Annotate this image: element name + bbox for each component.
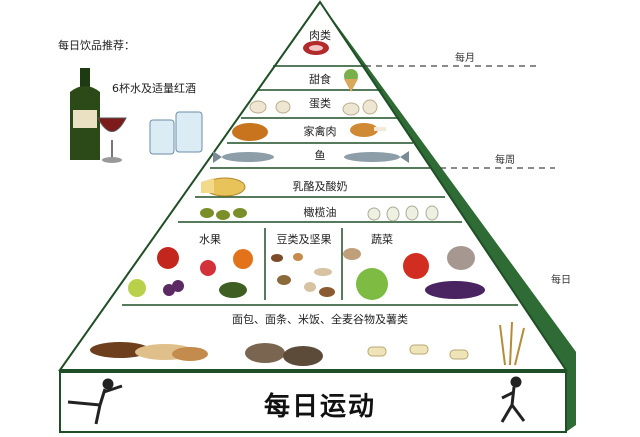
potatoes-icon <box>245 343 323 366</box>
tier-vegetables-label: 蔬菜 <box>371 233 393 246</box>
cheese-icon <box>201 177 246 197</box>
drumstick-icon <box>350 123 386 137</box>
green-olives-icon <box>200 208 247 220</box>
tier-olive-oil-label: 橄榄油 <box>303 206 337 219</box>
tier-sweets-label: 甜食 <box>309 73 331 86</box>
tier-fruit-label: 水果 <box>199 233 221 246</box>
frequency-daily: 每日 <box>551 275 571 286</box>
tier-dairy-label: 乳酪及酸奶 <box>292 180 348 193</box>
tier-meat-label: 肉类 <box>309 29 331 42</box>
garlic-icon <box>367 205 439 222</box>
bread-icon <box>90 342 208 361</box>
fruit-icons <box>128 247 253 298</box>
fish-icon-right <box>344 151 409 163</box>
eggs-icon <box>249 99 378 116</box>
base-box <box>59 371 567 433</box>
tier-beans-nuts-label: 豆类及坚果 <box>276 233 332 246</box>
wheat-icon <box>499 321 525 366</box>
tier-fish-label: 鱼 <box>314 149 326 162</box>
exercise-label: 每日运动 <box>263 392 376 422</box>
roast-chicken-icon <box>232 123 268 141</box>
water-glasses-icon <box>149 111 203 155</box>
drinks-detail: 6杯水及适量红酒 <box>112 82 196 95</box>
tier-poultry-label: 家禽肉 <box>303 125 337 138</box>
pasta-icon <box>367 344 469 360</box>
frequency-weekly: 每周 <box>495 155 515 166</box>
frequency-monthly: 每月 <box>455 53 475 64</box>
tier-eggs-label: 蛋类 <box>309 97 331 110</box>
meat-icon <box>303 41 329 55</box>
exercise-left-figure-icon <box>67 378 123 425</box>
fish-icon-left <box>213 151 274 163</box>
pyramid-front <box>58 0 568 371</box>
wine-glass-icon <box>97 117 127 163</box>
wine-bottle-icon <box>70 68 100 160</box>
tier-grains-label: 面包、面条、米饭、全麦谷物及薯类 <box>232 313 408 326</box>
beans-nuts-icon <box>271 253 335 297</box>
exercise-right-figure-icon <box>500 376 526 423</box>
vegetable-icons <box>343 246 485 300</box>
ice-cream-icon <box>344 69 358 92</box>
drinks-title: 每日饮品推荐： <box>58 39 135 52</box>
